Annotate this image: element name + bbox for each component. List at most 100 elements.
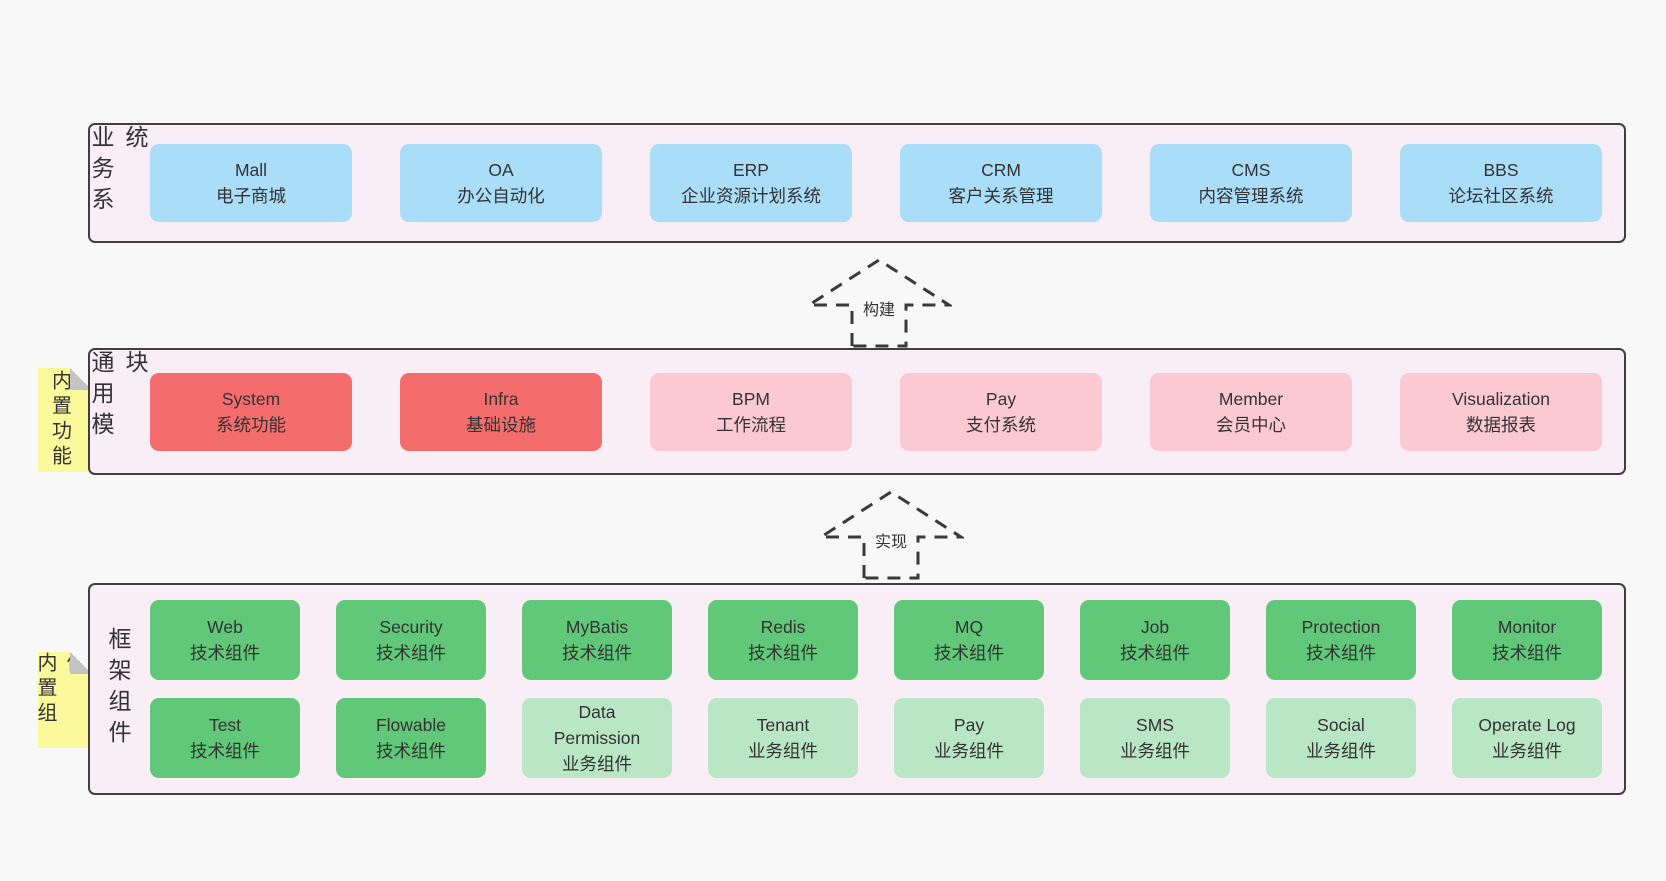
arrow-build: 构建 xyxy=(806,256,952,348)
sticky-note-built-in-features: 内置功能 xyxy=(38,368,92,472)
layer-title-vertical: 通用模块 xyxy=(88,350,148,443)
module-box: Pay 支付系统 xyxy=(900,372,1102,451)
module-description: 业务组件 xyxy=(1306,741,1376,761)
module-description: 技术组件 xyxy=(190,741,260,761)
module-description: 工作流程 xyxy=(716,414,786,435)
module-description: 技术组件 xyxy=(190,643,260,663)
module-box: Test 技术组件 xyxy=(150,698,300,778)
module-box: Flowable 技术组件 xyxy=(336,698,486,778)
module-description: 业务组件 xyxy=(934,741,1004,761)
module-name: Mall xyxy=(234,160,268,180)
module-name: SMS xyxy=(1136,715,1174,735)
module-name: Job xyxy=(1140,617,1170,637)
module-name: Pay xyxy=(953,715,985,735)
module-name: BPM xyxy=(732,388,770,409)
module-description: 支付系统 xyxy=(966,414,1036,435)
module-name: Operate Log xyxy=(1478,715,1576,735)
module-description: 业务组件 xyxy=(1120,741,1190,761)
module-box: BBS 论坛社区系统 xyxy=(1400,144,1602,222)
module-box: Web 技术组件 xyxy=(150,600,300,680)
module-name: Test xyxy=(208,715,242,735)
layer-title-vertical: 业务系统 xyxy=(88,125,148,218)
module-box: CMS 内容管理系统 xyxy=(1150,144,1352,222)
layer-title-vertical: 框架组件 xyxy=(105,627,131,751)
module-box: BPM 工作流程 xyxy=(650,372,852,451)
module-description: 企业资源计划系统 xyxy=(681,186,821,206)
module-name: System xyxy=(221,388,281,409)
module-description: 会员中心 xyxy=(1216,414,1286,435)
module-description: 技术组件 xyxy=(376,643,446,663)
module-description: 技术组件 xyxy=(1306,643,1376,663)
layer-common-modules: 通用模块 System 系统功能 Infra 基础设施 BPM 工作流程 Pay 支付系统 Me… xyxy=(88,348,1626,475)
module-name: Visualization xyxy=(1452,388,1550,409)
sticky-note-built-in-components: 内置组件 xyxy=(38,652,92,748)
box-row: System 系统功能 Infra 基础设施 BPM 工作流程 Pay 支付系统 Member 会… xyxy=(150,372,1602,451)
module-name: Pay xyxy=(985,388,1017,409)
module-description: 业务组件 xyxy=(748,741,818,761)
module-box: Operate Log 业务组件 xyxy=(1452,698,1602,778)
module-name: OA xyxy=(488,160,514,180)
module-box: Visualization 数据报表 xyxy=(1400,372,1602,451)
module-description: 技术组件 xyxy=(562,643,632,663)
module-box: Social 业务组件 xyxy=(1266,698,1416,778)
box-rows: System 系统功能 Infra 基础设施 BPM 工作流程 Pay 支付系统 Member 会… xyxy=(150,350,1602,473)
module-description: 办公自动化 xyxy=(457,186,545,206)
module-name: Flowable xyxy=(375,715,447,735)
module-name: Web xyxy=(207,617,243,637)
module-box: Mall 电子商城 xyxy=(150,144,352,222)
module-box: Protection 技术组件 xyxy=(1266,600,1416,680)
module-box: Data Permission 业务组件 xyxy=(522,698,672,778)
module-box: Pay 业务组件 xyxy=(894,698,1044,778)
module-description: 基础设施 xyxy=(466,414,536,435)
module-box: Tenant 业务组件 xyxy=(708,698,858,778)
module-name: Infra xyxy=(483,388,519,409)
module-description: 业务组件 xyxy=(562,754,632,774)
module-box: Member 会员中心 xyxy=(1150,372,1352,451)
up-arrow-dashed-icon xyxy=(818,490,964,580)
module-description: 电子商城 xyxy=(216,186,286,206)
module-description: 技术组件 xyxy=(376,741,446,761)
module-description: 技术组件 xyxy=(1120,643,1190,663)
module-description: 内容管理系统 xyxy=(1198,186,1304,206)
module-box: MyBatis 技术组件 xyxy=(522,600,672,680)
arrow-label: 构建 xyxy=(859,294,899,322)
module-box: Infra 基础设施 xyxy=(400,372,602,451)
module-name: MyBatis xyxy=(565,617,629,637)
module-name: CRM xyxy=(981,160,1021,180)
module-name: BBS xyxy=(1483,160,1519,180)
module-name: Redis xyxy=(760,617,806,637)
module-description: 业务组件 xyxy=(1492,741,1562,761)
arrow-label: 实现 xyxy=(871,526,911,554)
module-name: Security xyxy=(379,617,443,637)
module-description: 技术组件 xyxy=(1492,643,1562,663)
module-name: Member xyxy=(1218,388,1284,409)
module-name: MQ xyxy=(954,617,984,637)
module-description: 论坛社区系统 xyxy=(1448,186,1554,206)
module-name: CMS xyxy=(1231,160,1271,180)
module-name: Social xyxy=(1317,715,1365,735)
module-description: 数据报表 xyxy=(1466,414,1536,435)
module-box: Job 技术组件 xyxy=(1080,600,1230,680)
module-name: Tenant xyxy=(756,715,810,735)
module-box: OA 办公自动化 xyxy=(400,144,602,222)
module-name: Data Permission xyxy=(553,702,641,748)
module-name: Monitor xyxy=(1497,617,1557,637)
arrow-implement: 实现 xyxy=(818,488,964,580)
module-box: System 系统功能 xyxy=(150,372,352,451)
module-box: Monitor 技术组件 xyxy=(1452,600,1602,680)
module-name: Protection xyxy=(1301,617,1381,637)
module-box: Redis 技术组件 xyxy=(708,600,858,680)
module-description: 系统功能 xyxy=(216,414,286,435)
module-box: Security 技术组件 xyxy=(336,600,486,680)
up-arrow-dashed-icon xyxy=(806,258,952,348)
module-description: 技术组件 xyxy=(748,643,818,663)
